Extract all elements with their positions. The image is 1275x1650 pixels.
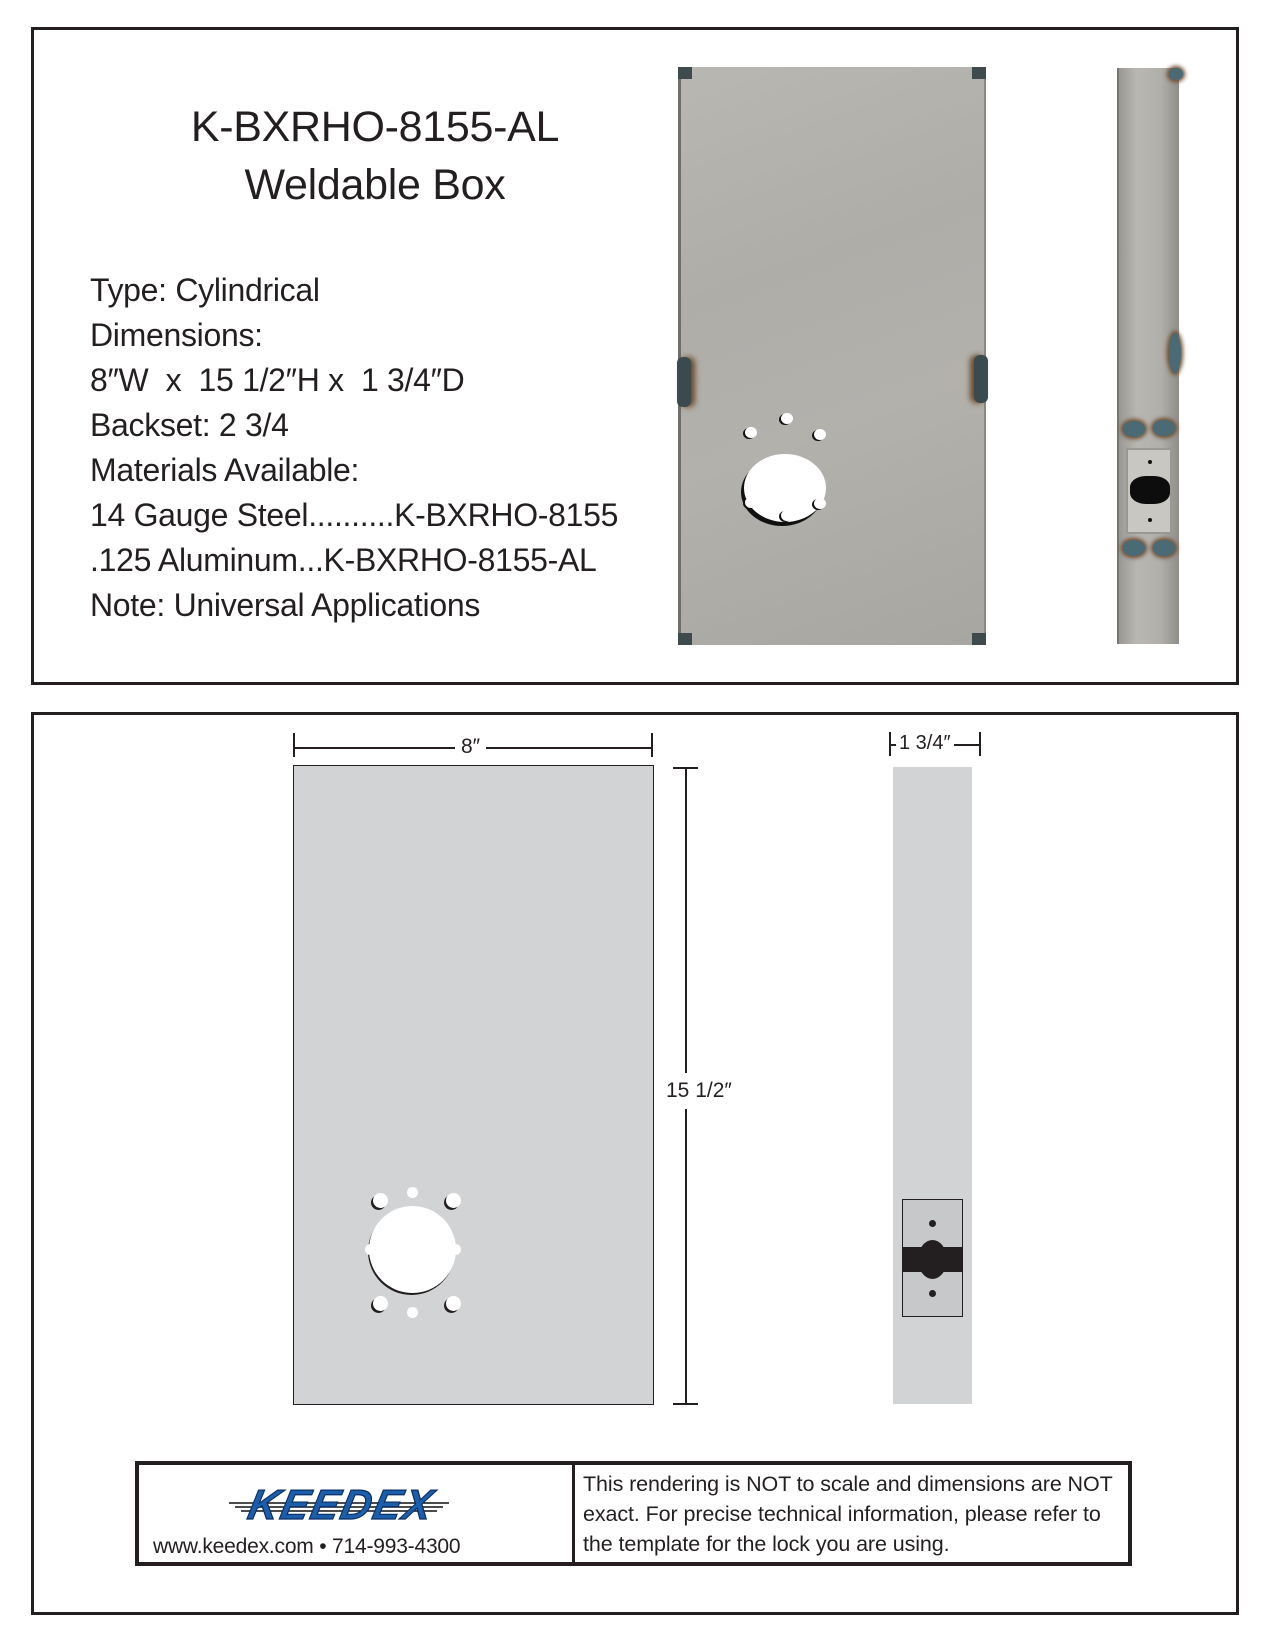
product-info-panel (31, 27, 1239, 685)
dimension-tick (651, 733, 653, 757)
weld-spot-icon (1169, 68, 1183, 80)
contact-info: www.keedex.com • 714-993-4300 (153, 1535, 461, 1558)
spec-dimensions-value: 8″W x 15 1/2″H x 1 3/4″D (90, 362, 465, 398)
notch (365, 1244, 376, 1255)
screw-hole (446, 1193, 461, 1208)
keedex-logo-icon: KEEDEX (229, 1481, 449, 1529)
weld-left-icon (677, 357, 691, 407)
weld-corner-icon (678, 67, 692, 79)
latch-cutout (1126, 448, 1172, 534)
screw-hole (781, 510, 793, 521)
edge-profile-drawing (893, 767, 972, 1404)
spec-type: Type: Cylindrical (90, 272, 320, 308)
spec-list: Type: Cylindrical Dimensions: 8″W x 15 1… (90, 268, 618, 628)
spec-material-aluminum: .125 Aluminum...K-BXRHO-8155-AL (90, 542, 597, 578)
spec-materials-label: Materials Available: (90, 452, 360, 488)
screw-hole (814, 429, 826, 440)
front-photo (677, 67, 988, 645)
screw-hole (373, 1193, 388, 1208)
pin-hole (1148, 518, 1152, 522)
height-dimension-label: 15 1/2″ (664, 1073, 734, 1109)
screw-hole (745, 497, 757, 508)
latch-cutout (902, 1199, 963, 1317)
spec-note: Note: Universal Applications (90, 587, 481, 623)
part-number: K-BXRHO-8155-AL (190, 103, 560, 151)
weld-corner-icon (972, 67, 986, 79)
weld-corner-icon (972, 633, 986, 645)
notch (450, 1244, 461, 1255)
svg-text:KEEDEX: KEEDEX (244, 1481, 439, 1527)
screw-hole (814, 498, 826, 509)
pin-hole (1148, 460, 1152, 464)
product-name: Weldable Box (244, 161, 506, 209)
technical-drawing-panel (31, 712, 1239, 1615)
product-title: K-BXRHO-8155-AL Weldable Box (120, 98, 630, 214)
screw-hole (373, 1296, 388, 1311)
screw-hole (407, 1187, 418, 1198)
brand-block: KEEDEX www.keedex.com • 714-993-4300 (139, 1465, 575, 1562)
weld-spot-icon (1153, 540, 1175, 556)
pin-hole (929, 1220, 936, 1227)
weld-right-icon (974, 355, 988, 403)
latch-opening (918, 1240, 947, 1279)
weld-spot-icon (1123, 540, 1145, 556)
spec-dimensions-label: Dimensions: (90, 317, 263, 353)
width-dimension-label: 8″ (455, 735, 487, 759)
screw-hole (407, 1307, 418, 1318)
latch-opening (1130, 476, 1170, 504)
disclaimer: This rendering is NOT to scale and dimen… (583, 1472, 1113, 1556)
pin-hole (929, 1290, 936, 1297)
front-plate-drawing (293, 765, 654, 1405)
weld-spot-icon (1123, 421, 1145, 437)
weld-corner-icon (678, 633, 692, 645)
spec-material-steel: 14 Gauge Steel..........K-BXRHO-8155 (90, 497, 619, 533)
weld-spot-icon (1169, 333, 1181, 373)
footer-box: KEEDEX www.keedex.com • 714-993-4300 Thi… (135, 1461, 1132, 1566)
depth-dimension-label: 1 3/4″ (896, 731, 954, 755)
dimension-tick (293, 733, 295, 757)
spec-backset: Backset: 2 3/4 (90, 407, 289, 443)
lock-bore-hole (369, 1206, 456, 1293)
screw-hole (446, 1296, 461, 1311)
screw-hole (745, 427, 757, 438)
screw-hole (781, 413, 793, 424)
weld-spot-icon (1153, 420, 1175, 436)
side-photo (1117, 68, 1183, 644)
